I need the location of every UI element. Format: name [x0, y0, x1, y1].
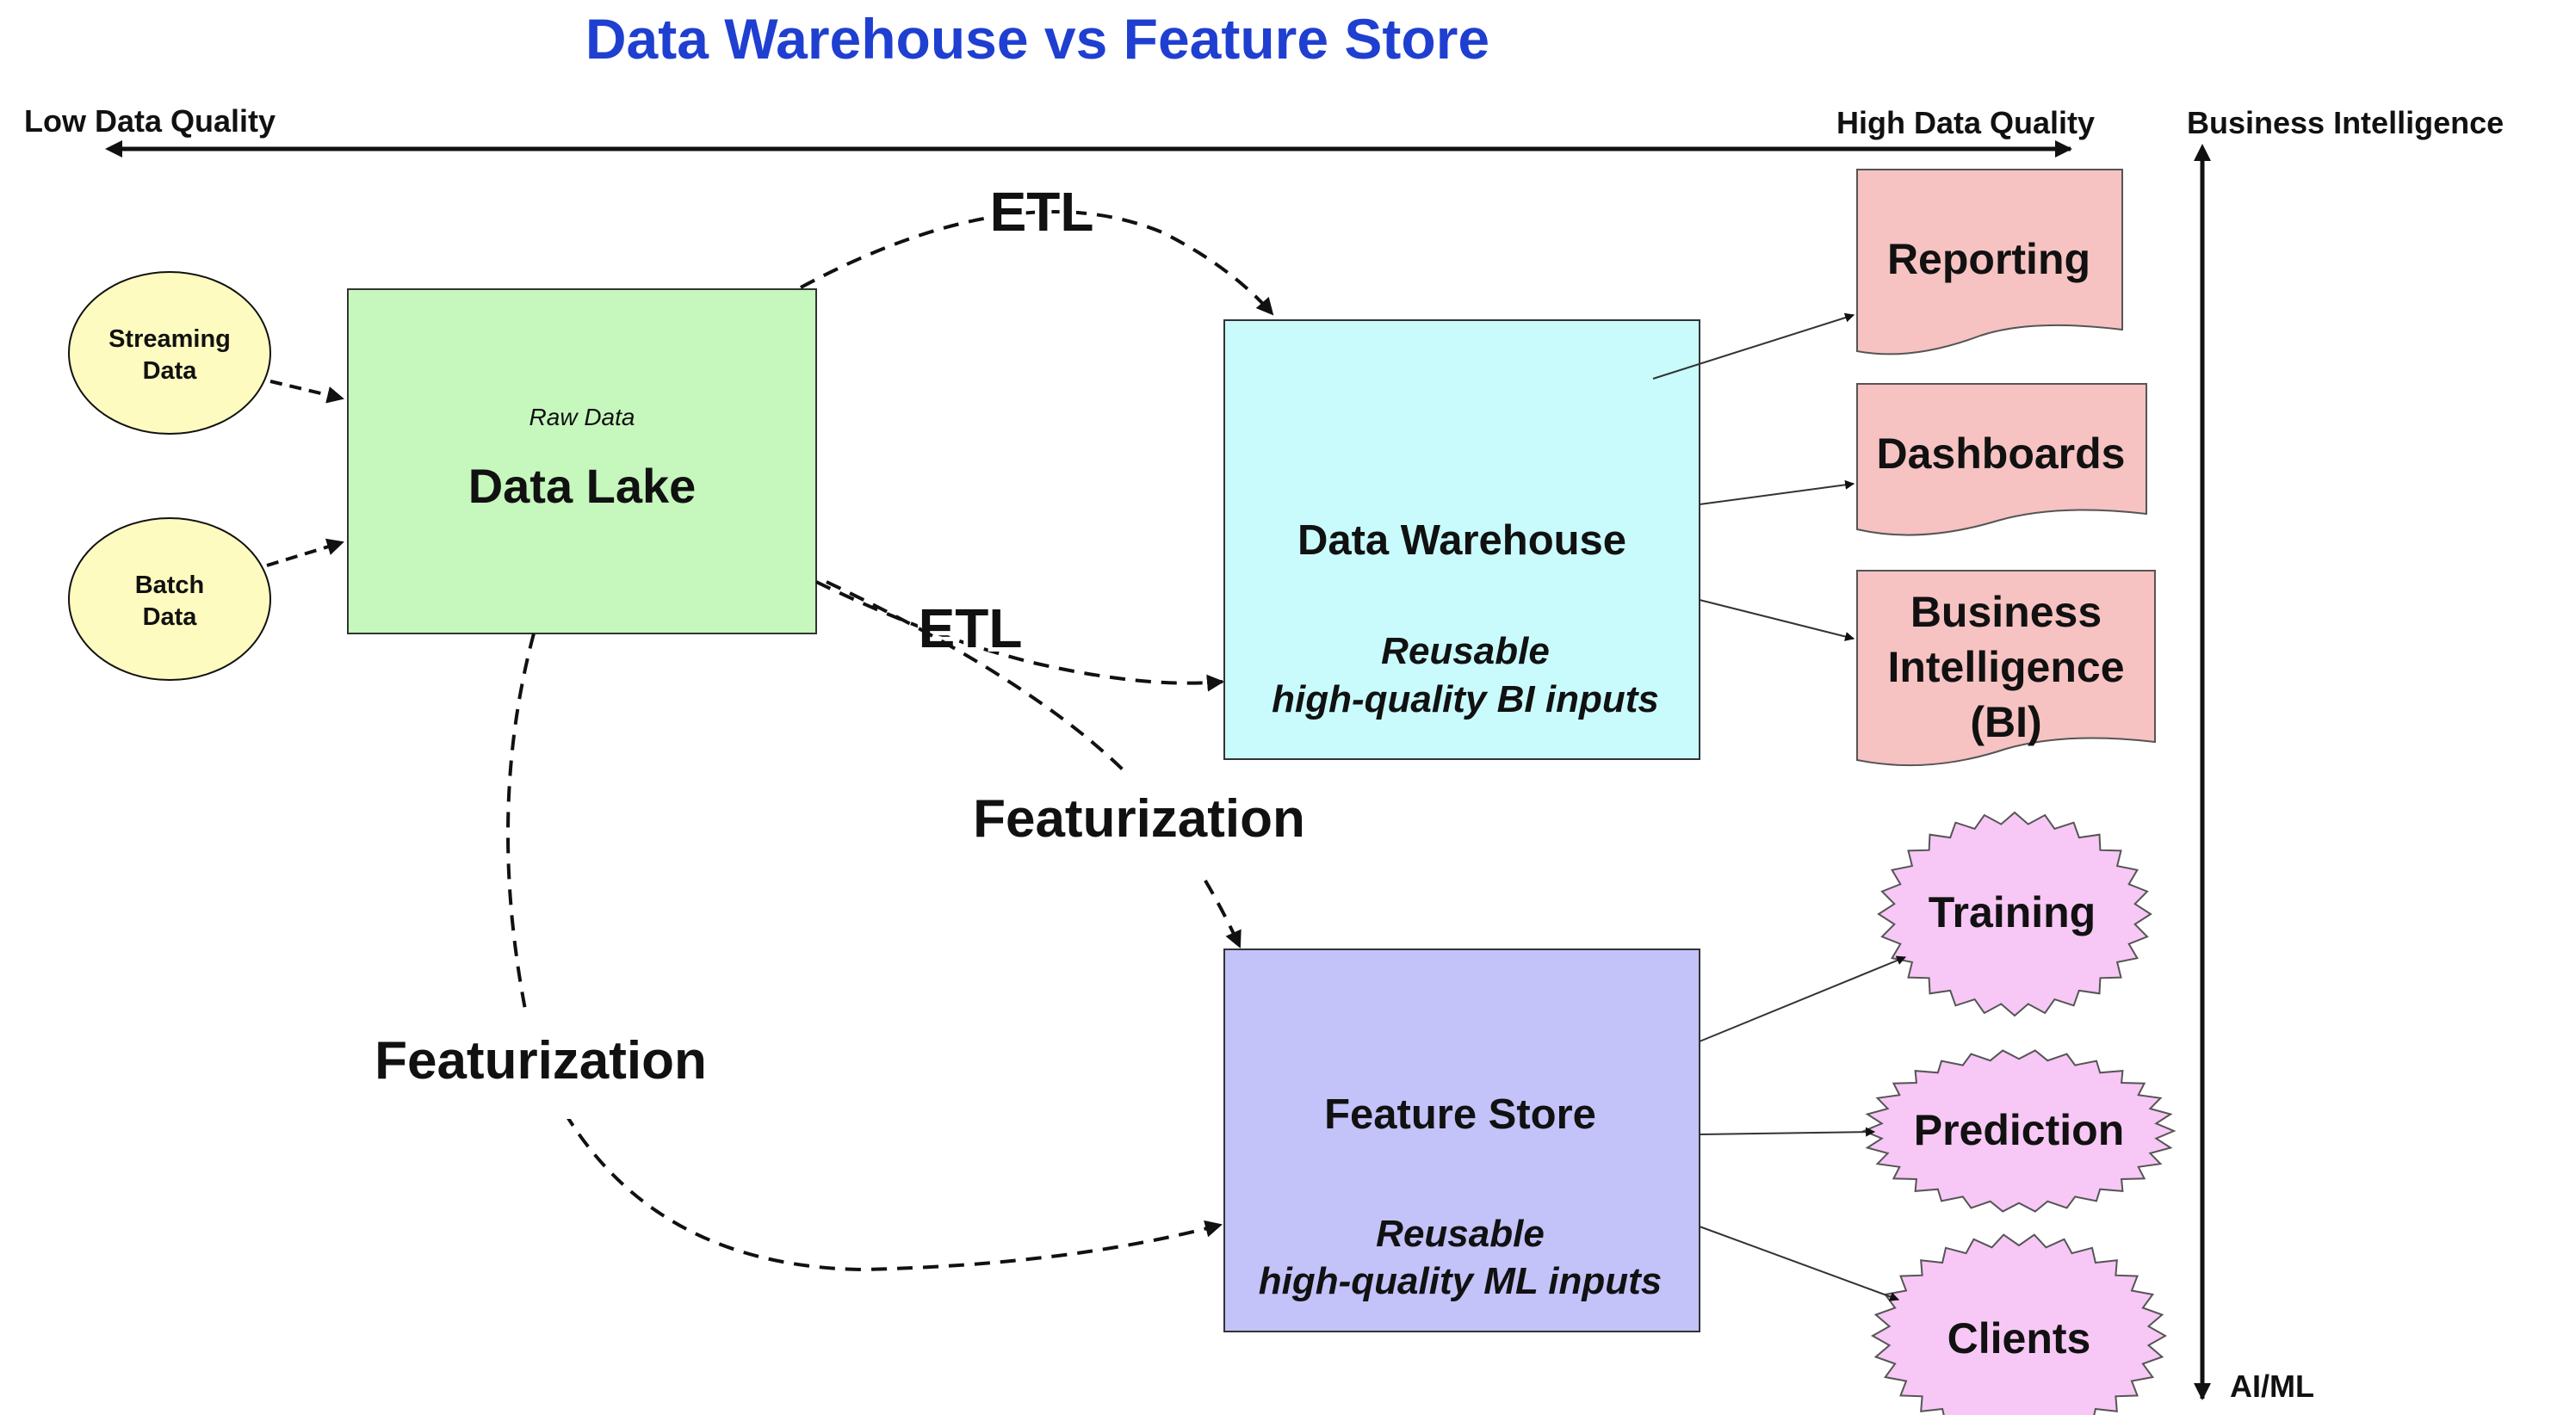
- etl-mid-label: ETL: [919, 597, 1023, 659]
- featurization-mid-label: Featurization: [973, 789, 1305, 849]
- data-warehouse-sub-2: high-quality BI inputs: [1272, 678, 1659, 720]
- featurization-mid-flow: [826, 580, 1242, 948]
- clients-label: Clients: [1947, 1314, 2091, 1362]
- batch-data-label: Batch: [135, 572, 205, 599]
- featurization-left-label: Featurization: [375, 1031, 707, 1091]
- featurization-left-flow: [506, 633, 1223, 1272]
- dashboards-label: Dashboards: [1877, 429, 2126, 478]
- etl-mid-flow: [815, 580, 1224, 692]
- streaming-data-node: Streaming Data: [68, 271, 271, 435]
- etl-top-label: ETL: [990, 181, 1094, 243]
- bi-label-1: Business: [1910, 588, 2102, 636]
- reporting-output: Reporting: [1856, 169, 2123, 355]
- feature-store-label: Feature Store: [1324, 1091, 1596, 1138]
- data-warehouse-sub-1: Reusable: [1381, 630, 1550, 672]
- streaming-data-label: Streaming: [108, 325, 231, 353]
- dashboards-output: Dashboards: [1856, 383, 2147, 536]
- feature-store-sub-1: Reusable: [1376, 1213, 1545, 1255]
- etl-top-flow: [800, 210, 1274, 316]
- streaming-data-label-2: Data: [143, 357, 198, 385]
- batch-to-lake-arrow: [266, 538, 344, 567]
- featurization-left-label-bg: [344, 1016, 732, 1119]
- bi-label-2: Intelligence: [1887, 643, 2124, 691]
- data-lake-node: Raw Data Data Lake: [347, 288, 817, 634]
- warehouse-to-reporting-arrow: [1652, 312, 1855, 380]
- data-lake-label: Data Lake: [468, 459, 697, 513]
- training-output: [1877, 811, 2152, 1017]
- streaming-to-lake-arrow: [269, 380, 344, 404]
- store-to-prediction-arrow: [1699, 1127, 1876, 1137]
- aiml-axis-label: AI/ML: [2230, 1369, 2314, 1404]
- batch-data-node: Batch Data: [68, 517, 271, 681]
- clients-output: [1870, 1233, 2168, 1415]
- low-quality-label: Low Data Quality: [24, 103, 276, 139]
- reporting-label: Reporting: [1887, 235, 2090, 283]
- bi-label-3: (BI): [1970, 698, 2041, 746]
- training-label: Training: [1929, 888, 2096, 936]
- diagram-title: Data Warehouse vs Feature Store: [585, 7, 1489, 71]
- featurization-mid-label-bg: [947, 775, 1326, 878]
- prediction-label: Prediction: [1914, 1106, 2124, 1154]
- batch-data-label-2: Data: [143, 603, 198, 631]
- business-intelligence-output: Business Intelligence (BI): [1856, 570, 2156, 767]
- business-intelligence-axis-label: Business Intelligence: [2187, 105, 2504, 140]
- data-lake-caption: Raw Data: [529, 404, 635, 430]
- store-to-training-arrow: [1699, 955, 1907, 1042]
- feature-store-node: Feature Store Reusable high-quality ML i…: [1223, 948, 1700, 1332]
- data-warehouse-node: Data Warehouse Reusable high-quality BI …: [1223, 319, 1700, 760]
- data-warehouse-label: Data Warehouse: [1297, 517, 1626, 564]
- store-to-clients-arrow: [1699, 1226, 1900, 1301]
- high-quality-label: High Data Quality: [1836, 105, 2095, 140]
- prediction-output: [1861, 1049, 2177, 1213]
- feature-store-sub-2: high-quality ML inputs: [1259, 1260, 1662, 1302]
- warehouse-to-dashboards-arrow: [1699, 479, 1855, 505]
- warehouse-to-bi-arrow: [1699, 599, 1855, 641]
